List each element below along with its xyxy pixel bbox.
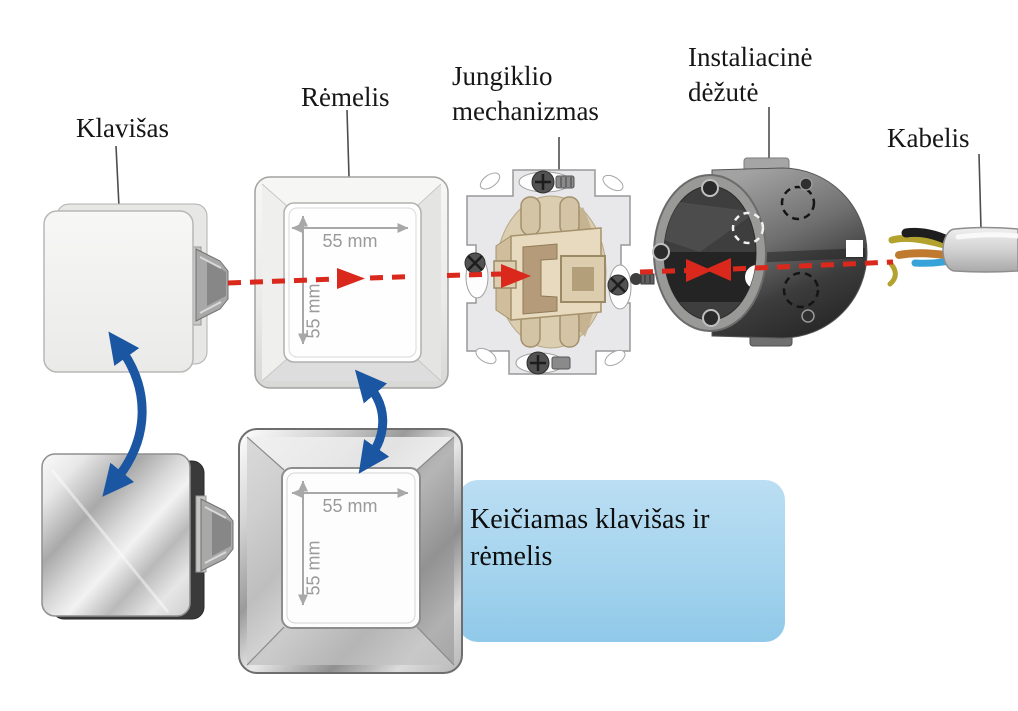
component-instaliacine-dezute <box>652 157 868 347</box>
axis-arrow-left <box>705 258 731 281</box>
leader-lines <box>115 107 982 230</box>
dim-label-chrome-frame-height: 55 mm <box>303 540 324 596</box>
assembly-axis <box>227 258 894 289</box>
swap-arrow-klavisas <box>102 331 147 497</box>
swap-arrow-remelis <box>354 369 390 474</box>
wire-yellow-strand <box>887 261 898 287</box>
axis-arrow-right-1 <box>337 268 365 289</box>
leader-klavisas <box>115 145 120 208</box>
label-klavisas: Klavišas <box>76 113 169 143</box>
label-kabelis: Kabelis <box>887 123 970 153</box>
dim-label-chrome-frame-width: 55 mm <box>322 496 378 516</box>
callout-box <box>458 480 785 642</box>
component-kabelis <box>887 226 1018 287</box>
component-jungiklio-mechanizmas <box>464 169 655 375</box>
klavisas-clip <box>190 246 229 326</box>
component-klavisas-mirror <box>41 453 234 620</box>
component-klavisas <box>43 203 229 373</box>
leader-remelis <box>346 109 350 178</box>
dim-label-top-frame-height: 55 mm <box>303 283 324 339</box>
callout-text: Keičiamas klavišas ir rėmelis <box>470 504 710 572</box>
dim-label-top-frame-width: 55 mm <box>322 231 378 251</box>
dimension-arrows-chrome-frame <box>291 480 409 606</box>
label-remelis: Rėmelis <box>301 82 390 112</box>
axis-arrow-right-3 <box>686 259 712 282</box>
component-remelis-chrome <box>238 428 463 674</box>
label-instaliacine-dezute: Instaliacinė dėžutė <box>688 42 813 107</box>
leader-kabelis <box>978 153 982 230</box>
axis-arrow-right-2 <box>501 264 531 288</box>
label-jungiklio-mechanizmas: Jungiklio mechanizmas <box>452 61 599 126</box>
swap-arrows <box>102 331 390 497</box>
klavisas-mirror-clip <box>195 495 234 573</box>
